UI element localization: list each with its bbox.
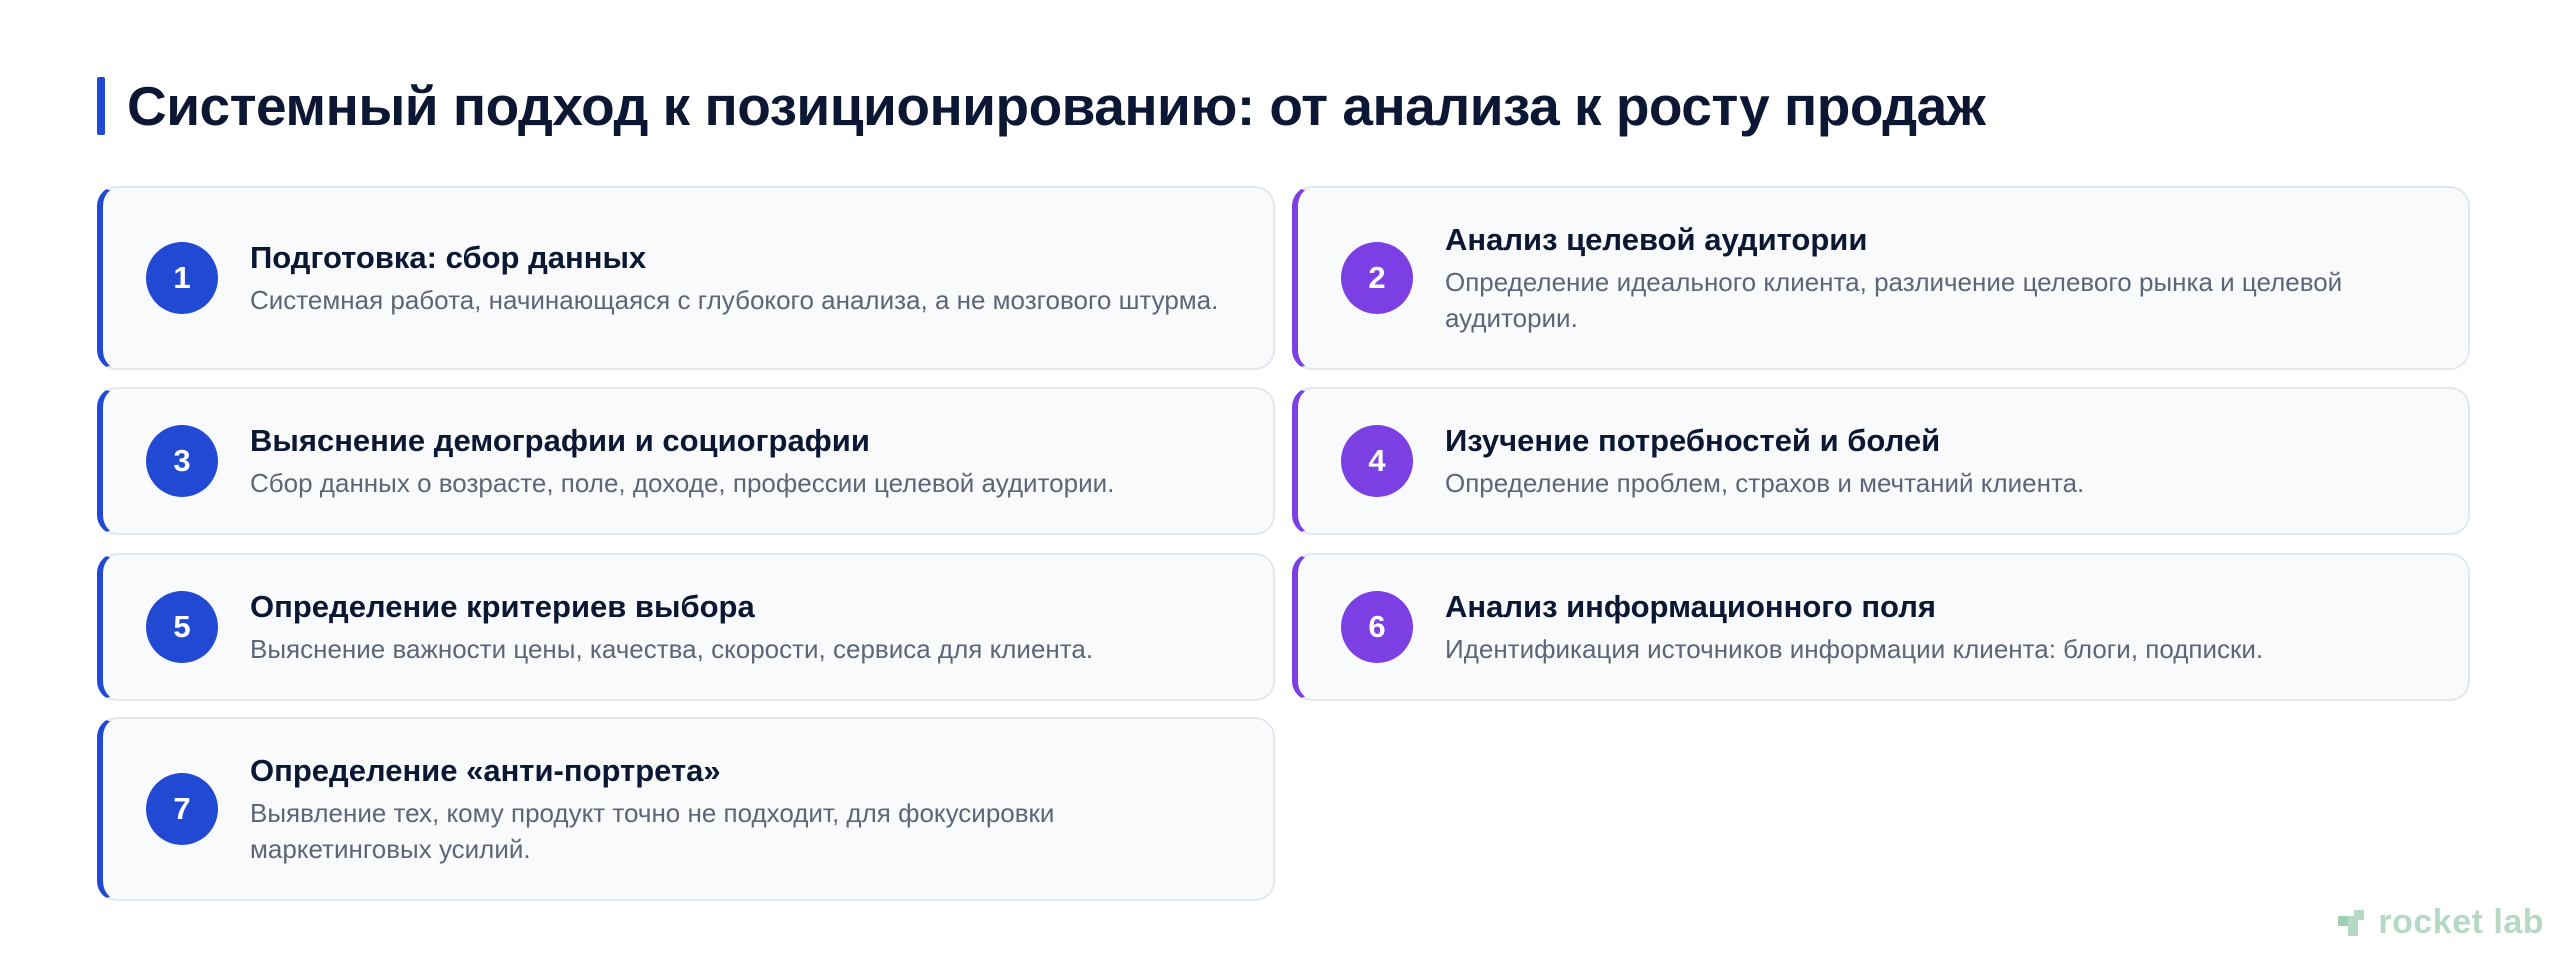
step-card-5: 5 Определение критериев выбора Выяснение… xyxy=(97,553,1275,701)
step-number-badge: 5 xyxy=(146,591,218,663)
step-card-3: 3 Выяснение демографии и социографии Сбо… xyxy=(97,387,1275,535)
step-description: Определение проблем, страхов и мечтаний … xyxy=(1445,468,2085,498)
title-block: Системный подход к позиционированию: от … xyxy=(97,74,1986,138)
rocket-lab-logo-icon xyxy=(2338,909,2365,936)
brand-name: rocket lab xyxy=(2378,903,2544,941)
step-number-badge: 1 xyxy=(146,242,218,314)
step-title: Определение критериев выбора xyxy=(250,589,755,624)
step-text: Определение «анти-портрета» Выявление те… xyxy=(250,751,1233,867)
step-card-6: 6 Анализ информационного поля Идентифика… xyxy=(1292,553,2470,701)
step-text: Анализ целевой аудитории Определение иде… xyxy=(1445,220,2428,336)
step-card-2: 2 Анализ целевой аудитории Определение и… xyxy=(1292,186,2470,370)
step-title: Определение «анти-портрета» xyxy=(250,753,721,788)
step-number-badge: 2 xyxy=(1341,242,1413,314)
step-description: Выявление тех, кому продукт точно не под… xyxy=(250,798,1055,864)
step-title: Изучение потребностей и болей xyxy=(1445,423,1941,458)
step-description: Системная работа, начинающаяся с глубоко… xyxy=(250,285,1219,315)
step-title: Анализ информационного поля xyxy=(1445,589,1937,624)
step-description: Идентификация источников информации клие… xyxy=(1445,634,2264,664)
step-number-badge: 7 xyxy=(146,773,218,845)
step-number-badge: 4 xyxy=(1341,425,1413,497)
step-card-7: 7 Определение «анти-портрета» Выявление … xyxy=(97,717,1275,901)
step-text: Определение критериев выбора Выяснение в… xyxy=(250,587,1233,667)
step-card-1: 1 Подготовка: сбор данных Системная рабо… xyxy=(97,186,1275,370)
step-text: Выяснение демографии и социографии Сбор … xyxy=(250,421,1233,501)
step-title: Анализ целевой аудитории xyxy=(1445,222,1868,257)
step-number-badge: 6 xyxy=(1341,591,1413,663)
step-card-4: 4 Изучение потребностей и болей Определе… xyxy=(1292,387,2470,535)
page-title: Системный подход к позиционированию: от … xyxy=(127,75,1986,137)
step-number-badge: 3 xyxy=(146,425,218,497)
step-description: Сбор данных о возрасте, поле, доходе, пр… xyxy=(250,468,1115,498)
step-description: Выяснение важности цены, качества, скоро… xyxy=(250,634,1094,664)
title-accent-bar xyxy=(97,77,105,135)
step-text: Изучение потребностей и болей Определени… xyxy=(1445,421,2428,501)
brand-logo: rocket lab xyxy=(2334,903,2544,942)
step-title: Выяснение демографии и социографии xyxy=(250,423,870,458)
step-description: Определение идеального клиента, различен… xyxy=(1445,267,2343,333)
step-title: Подготовка: сбор данных xyxy=(250,240,647,275)
step-text: Анализ информационного поля Идентификаци… xyxy=(1445,587,2428,667)
step-text: Подготовка: сбор данных Системная работа… xyxy=(250,238,1233,318)
